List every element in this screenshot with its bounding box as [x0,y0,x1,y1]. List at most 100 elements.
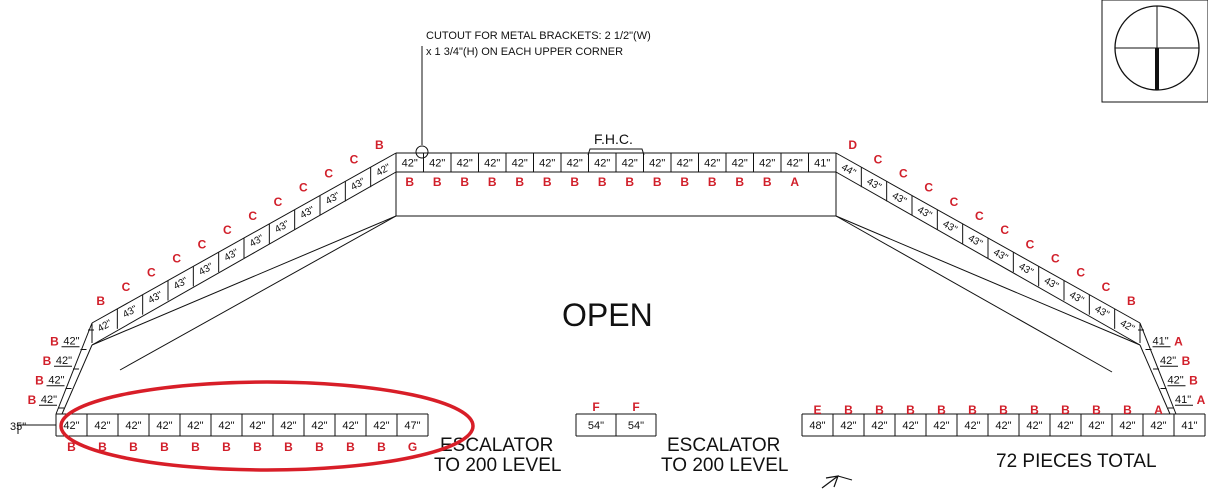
bracket-note: CUTOUT FOR METAL BRACKETS: 2 1/2"(W) x 1… [415,30,651,159]
left-diag-code-label: C [198,237,207,251]
left-vertical-strip: 42"B42"B42"B42"B [28,322,94,415]
bottom-right-size-label: 42" [1088,420,1104,432]
bottom-middle-segments: 54" 54" F F [575,400,657,437]
bottom-left-code-label: B [377,440,386,454]
end-segment-left: 35" [10,421,26,433]
bottom-left-code-label: B [191,440,200,454]
fhc-label: F.H.C. [594,131,633,147]
right-diag-size-label: 42" [1118,318,1137,335]
right-diag-code-label: C [924,181,933,195]
bottom-mid-size-label: 54" [588,420,604,432]
right-diag-size-label: 43" [1042,275,1061,292]
right-vert-code-label: A [1174,335,1183,349]
left-diag-code-label: B [96,294,105,308]
bottom-right-code-label: E [813,403,821,417]
top-row-size-label: 42" [402,158,418,170]
top-row-code-label: B [598,175,607,189]
right-diag-code-label: C [1076,266,1085,280]
top-row-code-label: B [763,175,772,189]
left-diag-size-label: 43" [349,176,368,193]
bottom-left-code-label: B [67,440,76,454]
top-row-segments: 42"42"42"42"42"42"42"42"42"42"42"42"42"4… [395,152,837,189]
left-diag-code-label: C [248,209,257,223]
bottom-mid-code-label: F [592,400,599,414]
escalator-left-line-1: ESCALATOR [440,435,553,456]
top-row-size-label: 42" [759,158,775,170]
bottom-right-code-label: B [875,403,884,417]
left-diagonal-segments: 42"B43"C43"C43"C43"C43"C43"C43"C43"C43"C… [91,138,397,343]
top-row-code-label: B [625,175,634,189]
right-diag-code-label: C [975,209,984,223]
right-vert-size-label: 41" [1175,394,1191,406]
top-row-code-label: B [708,175,717,189]
bottom-left-size-label: 42" [156,420,172,432]
bottom-right-segments: 48"42"42"42"42"42"42"42"42"42"42"42"41"E… [801,403,1206,437]
right-diag-size-label: 43" [1017,261,1036,278]
bottom-left-code-label: B [98,440,107,454]
escalator-right-line-1: ESCALATOR [667,435,780,456]
top-row-code-label: B [515,175,524,189]
bottom-right-code-label: A [1154,403,1163,417]
left-diag-size-label: 43" [197,261,216,278]
bottom-right-size-label: 42" [1026,420,1042,432]
right-vertical-strip: 41"A42"B42"B41"A [1138,322,1206,415]
left-diag-size-label: 43" [324,190,343,207]
right-vert-size-label: 42" [1160,355,1176,367]
bottom-right-code-label: B [1030,403,1039,417]
bottom-left-code-label: B [160,440,169,454]
bottom-right-size-label: 41" [1181,420,1197,432]
bottom-mid-size-label: 54" [628,420,644,432]
bottom-right-size-label: 42" [902,420,918,432]
bottom-right-size-label: 42" [964,420,980,432]
top-row-code-label: B [735,175,744,189]
top-row-size-label: 42" [539,158,555,170]
bottom-right-code-label: B [844,403,853,417]
left-diag-code-label: C [172,251,181,265]
bottom-left-strip: 35" 42"42"42"42"42"42"42"42"42"42"42"47"… [10,413,429,454]
top-row-code-label: B [570,175,579,189]
total-pieces-label: 72 PIECES TOTAL [996,451,1157,472]
left-vert-size-label: 42" [56,355,72,367]
right-diag-code-label: B [1127,294,1136,308]
bottom-left-size-label: 47" [404,420,420,432]
top-row-size-label: 42" [567,158,583,170]
bottom-left-code-label: B [315,440,324,454]
top-row-code-label: A [790,175,799,189]
bottom-right-code-label: B [968,403,977,417]
bottom-right-code-label: B [1061,403,1070,417]
top-row-size-label: 42" [512,158,528,170]
right-diag-size-label: 44" [839,162,858,179]
bottom-right-size-label: 42" [933,420,949,432]
bottom-right-code-label: B [937,403,946,417]
right-vert-code-label: B [1182,354,1191,368]
bottom-right-size-label: 42" [1057,420,1073,432]
bottom-right-size-label: 42" [995,420,1011,432]
left-vert-code-label: B [43,354,52,368]
bottom-right-code-label: B [1092,403,1101,417]
right-diag-size-label: 43" [890,190,909,207]
bottom-left-size-label: 42" [373,420,389,432]
bottom-right-size-label: 42" [871,420,887,432]
arrow-up-icon [821,475,853,489]
top-row-size-label: 42" [704,158,720,170]
open-label: OPEN [562,297,653,333]
bottom-mid-code-label: F [632,400,639,414]
right-diag-size-label: 43" [1067,290,1086,307]
left-diag-code-label: C [274,195,283,209]
right-diag-code-label: C [899,166,908,180]
left-diag-code-label: C [350,152,359,166]
top-row-size-label: 42" [622,158,638,170]
right-vertical-segments: 41"A42"B42"B41"A [1138,329,1206,409]
bottom-left-code-label: B [253,440,262,454]
bottom-left-size-label: 42" [125,420,141,432]
left-vert-code-label: B [50,335,59,349]
right-vert-size-label: 42" [1168,375,1184,387]
top-row-code-label: B [653,175,662,189]
bottom-left-size-label: 42" [94,420,110,432]
right-diag-code-label: C [1102,280,1111,294]
top-strip: 42"42"42"42"42"42"42"42"42"42"42"42"42"4… [395,152,837,217]
bottom-right-size-label: 42" [1119,420,1135,432]
left-diag-code-label: C [122,280,131,294]
